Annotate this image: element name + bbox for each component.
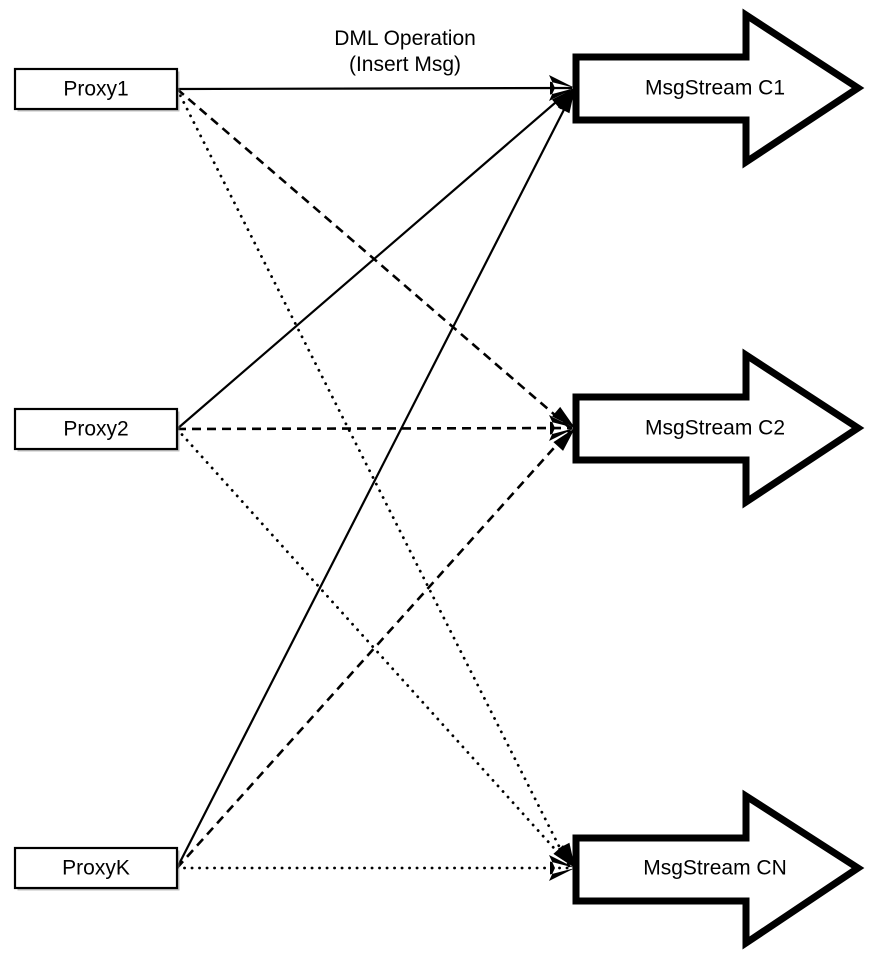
proxy1-label: Proxy1 — [63, 78, 128, 101]
proxyk-box[interactable] — [13, 846, 179, 890]
proxy-node-proxy2[interactable]: Proxy2 — [13, 407, 180, 452]
msgstream-c2-block-arrow-icon[interactable] — [572, 348, 865, 509]
msgstream-cn-block-arrow-icon[interactable] — [572, 789, 865, 950]
arrowhead-msgstream-c1-icon — [549, 75, 575, 114]
link-proxy2-to-msgstream-cn[interactable] — [175, 427, 572, 868]
connector-layer — [175, 86, 574, 870]
arrowhead-msgstream-c2-icon — [549, 406, 575, 451]
edge-label-line-1: DML Operation — [334, 27, 476, 50]
edge-label-line-2: (Insert Msg) — [349, 53, 461, 76]
msgstream-c2-label: MsgStream C2 — [645, 417, 785, 440]
arrowhead-msgstream-cn-icon — [549, 842, 575, 881]
link-proxyk-to-msgstream-c1[interactable] — [176, 91, 574, 869]
link-proxyk-to-msgstream-c2[interactable] — [176, 429, 571, 869]
msgstream-cn-label: MsgStream CN — [643, 857, 787, 880]
proxy2-label: Proxy2 — [63, 418, 128, 441]
proxy-node-proxy1[interactable]: Proxy1 — [13, 67, 180, 112]
edge-label-dml-operation: DML Operation (Insert Msg) — [334, 27, 476, 76]
proxy1-box[interactable] — [13, 67, 179, 111]
link-proxy1-to-msgstream-c1[interactable] — [176, 86, 573, 91]
arrow-head-layer — [549, 75, 575, 881]
link-proxy2-to-msgstream-c1[interactable] — [176, 89, 571, 430]
link-proxy2-to-msgstream-c2[interactable] — [176, 426, 573, 431]
msgstream-c1-label: MsgStream C1 — [645, 77, 785, 100]
msgstream-c1-block-arrow-icon[interactable] — [572, 8, 865, 169]
link-proxy1-to-msgstream-cn[interactable] — [175, 87, 572, 870]
proxyk-label: ProxyK — [62, 857, 130, 880]
stream-node-msgstream-c1[interactable]: MsgStream C1 — [572, 8, 865, 169]
stream-node-msgstream-cn[interactable]: MsgStream CN — [572, 789, 865, 950]
proxy-node-proxyk[interactable]: ProxyK — [13, 846, 180, 891]
stream-node-msgstream-c2[interactable]: MsgStream C2 — [572, 348, 865, 509]
proxy2-box[interactable] — [13, 407, 179, 451]
